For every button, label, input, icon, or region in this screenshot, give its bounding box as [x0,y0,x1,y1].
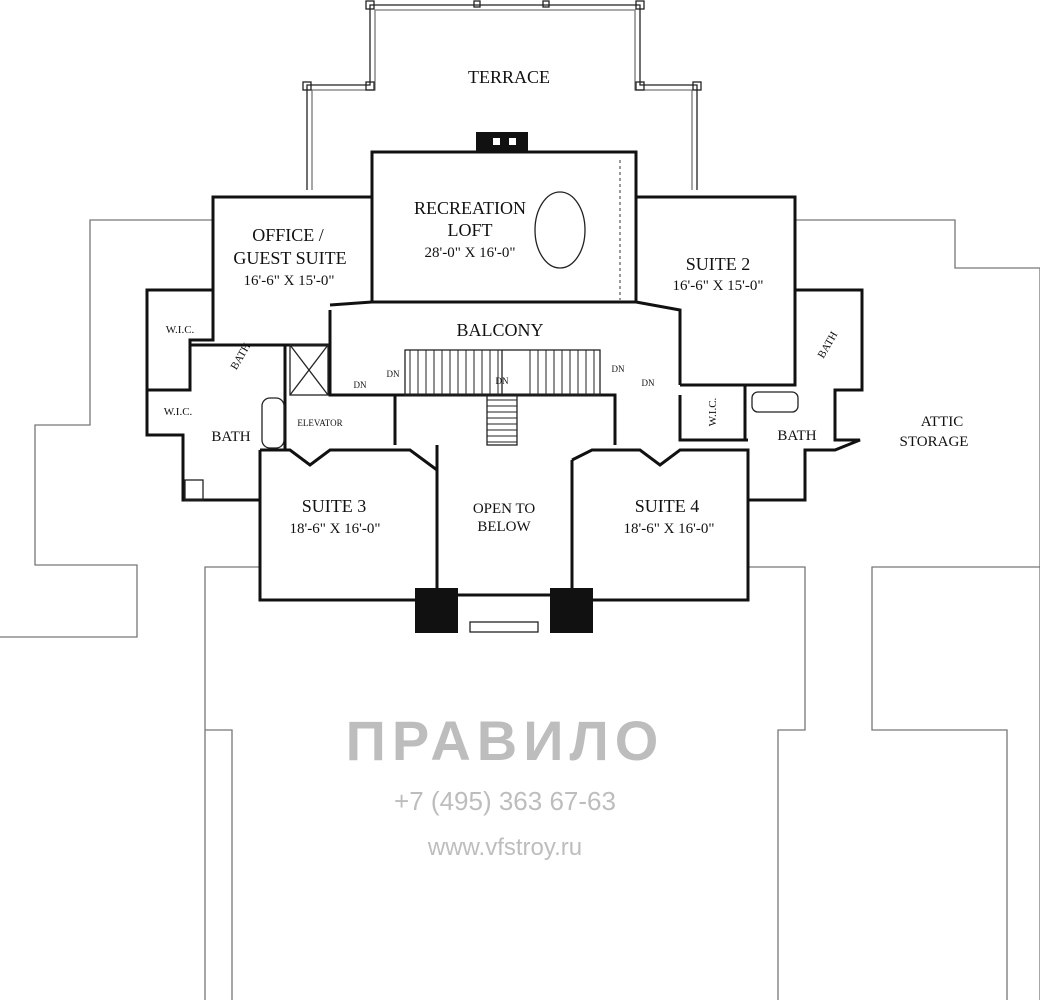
office-label: OFFICE / [252,225,324,245]
wic-label-2: W.I.C. [164,406,193,418]
watermark-phone: +7 (495) 363 67-63 [394,786,616,816]
terrace [302,0,702,190]
suite3-label: SUITE 3 [302,496,367,516]
walls [145,150,864,602]
attic-label: ATTIC [921,414,964,430]
dn-label-4: DN [612,364,625,374]
bath-label-3: BATH [777,428,816,444]
wic-label: W.I.C. [166,324,195,336]
watermark-logo: ПРАВИЛО [346,709,665,772]
office-label-2: GUEST SUITE [233,248,346,268]
dn-label-3: DN [496,376,509,386]
chimney [476,132,528,152]
bath-label-2: BATH [211,429,250,445]
roof-outline [0,219,1040,1000]
suite3-size: 18'-6" X 16'-0" [290,521,381,537]
wic-label-3: W.I.C. [707,397,719,426]
recreation-loft-size: 28'-0" X 16'-0" [425,245,516,261]
stairs [404,349,601,446]
suite2-label: SUITE 2 [686,254,751,274]
recreation-loft-label-2: LOFT [448,220,493,240]
open-to-below-label: OPEN TO [473,501,536,517]
suite4-label: SUITE 4 [635,496,700,516]
dn-label-2: DN [387,369,400,379]
attic-label-2: STORAGE [900,434,969,450]
watermark-url: www.vfstroy.ru [427,834,582,861]
recreation-loft-label: RECREATION [414,198,526,218]
suite4-size: 18'-6" X 16'-0" [624,521,715,537]
open-to-below-label-2: BELOW [477,519,531,535]
balcony-label: BALCONY [456,320,543,340]
terrace-label: TERRACE [468,67,550,87]
office-size: 16'-6" X 15'-0" [244,273,335,289]
suite2-size: 16'-6" X 15'-0" [673,278,764,294]
bath-label-4: BATH [816,330,841,361]
elevator-label: ELEVATOR [297,418,342,428]
dn-label: DN [354,380,367,390]
dn-label-5: DN [642,378,655,388]
